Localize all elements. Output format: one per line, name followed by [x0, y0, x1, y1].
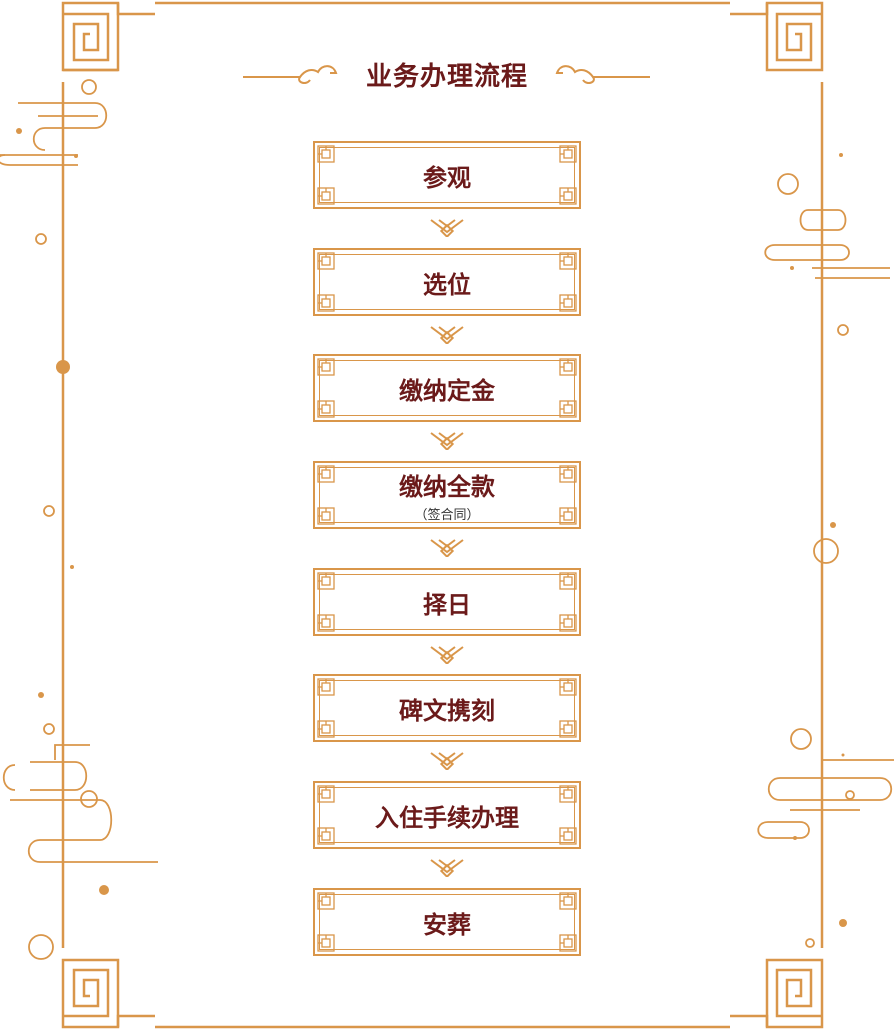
chevron-down-knot-icon	[429, 217, 465, 239]
lattice-corner-icon	[559, 358, 577, 376]
process-step: 选位	[313, 248, 581, 316]
chevron-down-knot-icon	[429, 324, 465, 346]
process-step: 安葬	[313, 888, 581, 956]
step-inner-border	[319, 147, 575, 203]
chevron-down-knot-icon	[429, 430, 465, 452]
chevron-down-knot-icon	[429, 750, 465, 772]
lattice-corner-icon	[559, 678, 577, 696]
step-label: 碑文携刻	[399, 696, 495, 725]
lattice-corner-icon	[559, 507, 577, 525]
lattice-corner-icon	[317, 827, 335, 845]
step-label: 缴纳全款	[399, 473, 495, 501]
step-inner-border	[319, 574, 575, 630]
step-label-wrap: 缴纳全款 （签合同）	[315, 463, 579, 527]
chevron-down-knot-icon	[429, 857, 465, 879]
lattice-corner-icon	[317, 294, 335, 312]
step-label-wrap: 入住手续办理	[315, 783, 579, 847]
step-inner-border	[319, 787, 575, 843]
step-inner-border	[319, 360, 575, 416]
lattice-corner-icon	[317, 678, 335, 696]
lattice-corner-icon	[559, 892, 577, 910]
lattice-corner-icon	[559, 720, 577, 738]
process-step: 入住手续办理	[313, 781, 581, 849]
step-sublabel: （签合同）	[414, 508, 480, 523]
lattice-corner-icon	[317, 400, 335, 418]
chevron-down-knot-icon	[429, 644, 465, 666]
process-step: 择日	[313, 568, 581, 636]
process-step: 碑文携刻	[313, 674, 581, 742]
lattice-corner-icon	[61, 1, 155, 72]
lattice-corner-icon	[730, 958, 824, 1029]
step-label-wrap: 缴纳定金	[315, 356, 579, 420]
lattice-corner-icon	[559, 827, 577, 845]
lattice-corner-icon	[559, 465, 577, 483]
lattice-corner-icon	[559, 294, 577, 312]
step-label: 择日	[423, 590, 471, 619]
lattice-corner-icon	[559, 785, 577, 803]
lattice-corner-icon	[317, 187, 335, 205]
lattice-corner-icon	[317, 785, 335, 803]
lattice-corner-icon	[559, 572, 577, 590]
step-label: 参观	[423, 163, 471, 192]
step-label-wrap: 选位	[315, 250, 579, 314]
lattice-corner-icon	[317, 614, 335, 632]
step-label: 选位	[423, 270, 471, 299]
lattice-corner-icon	[317, 892, 335, 910]
lattice-corner-icon	[559, 187, 577, 205]
step-inner-border	[319, 467, 575, 523]
step-label-wrap: 参观	[315, 143, 579, 207]
lattice-corner-icon	[317, 572, 335, 590]
lattice-corner-icon	[317, 252, 335, 270]
lattice-corner-icon	[61, 958, 155, 1029]
lattice-corner-icon	[559, 400, 577, 418]
step-label-wrap: 安葬	[315, 890, 579, 954]
chevron-down-knot-icon	[429, 537, 465, 559]
lattice-corner-icon	[730, 1, 824, 72]
step-label-wrap: 择日	[315, 570, 579, 634]
lattice-corner-icon	[559, 252, 577, 270]
step-inner-border	[319, 254, 575, 310]
lattice-corner-icon	[317, 934, 335, 952]
process-step: 参观	[313, 141, 581, 209]
step-label: 缴纳定金	[399, 376, 495, 405]
step-inner-border	[319, 680, 575, 736]
step-label: 入住手续办理	[375, 803, 519, 832]
lattice-corner-icon	[317, 507, 335, 525]
step-inner-border	[319, 894, 575, 950]
lattice-corner-icon	[317, 358, 335, 376]
step-label-wrap: 碑文携刻	[315, 676, 579, 740]
lattice-corner-icon	[559, 614, 577, 632]
lattice-corner-icon	[317, 145, 335, 163]
lattice-corner-icon	[317, 720, 335, 738]
page-title: 业务办理流程	[365, 62, 528, 92]
step-label: 安葬	[423, 910, 471, 939]
process-step: 缴纳定金	[313, 354, 581, 422]
lattice-corner-icon	[559, 145, 577, 163]
process-step: 缴纳全款 （签合同）	[313, 461, 581, 529]
lattice-corner-icon	[559, 934, 577, 952]
lattice-corner-icon	[317, 465, 335, 483]
